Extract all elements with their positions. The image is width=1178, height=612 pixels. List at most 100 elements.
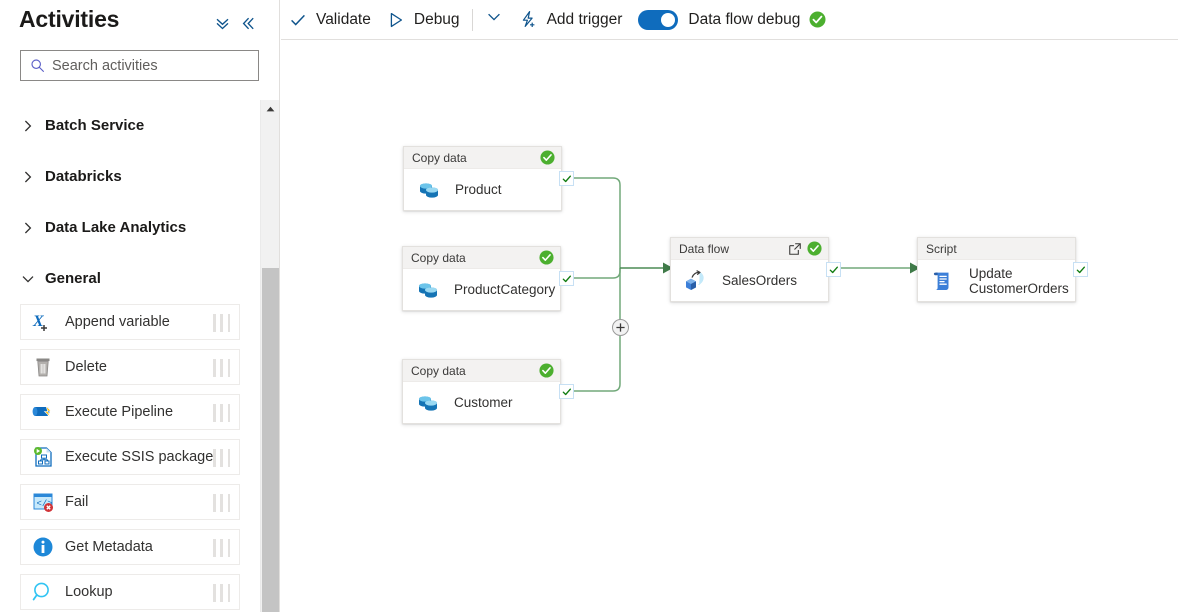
get-metadata-icon — [30, 534, 56, 560]
activity-item-label: Delete — [65, 359, 107, 375]
sidebar-title: Activities — [19, 6, 120, 32]
chevron-double-down-icon — [214, 15, 231, 32]
node-header: Copy data — [403, 247, 560, 269]
activity-item-label: Execute SSIS package — [65, 449, 214, 465]
checkmark-icon — [289, 11, 307, 29]
drag-handle-icon[interactable] — [213, 494, 230, 512]
node-output-port-productcategory[interactable] — [559, 271, 574, 286]
activity-item-get-metadata[interactable]: Get Metadata — [20, 529, 240, 565]
collapse-pane-button[interactable] — [237, 12, 259, 34]
sidebar-group-label: Batch Service — [45, 117, 145, 134]
add-trigger-label: Add trigger — [546, 10, 623, 28]
delete-trash-icon — [30, 354, 56, 380]
sidebar-group-databricks[interactable]: Databricks — [0, 151, 260, 202]
debug-label: Debug — [413, 10, 460, 28]
sidebar-group-general[interactable]: General — [0, 253, 260, 304]
chevron-right-icon — [19, 117, 37, 135]
validate-label: Validate — [316, 10, 371, 28]
pipeline-canvas[interactable]: Copy data Product — [281, 41, 1178, 612]
green-check-circle-icon — [807, 241, 822, 256]
activity-item-execute-pipeline[interactable]: Execute Pipeline — [20, 394, 240, 430]
node-body: SalesOrders — [671, 260, 828, 301]
pipeline-node-copy-customer[interactable]: Copy data Customer — [402, 359, 561, 424]
activity-item-append-variable[interactable]: X Append variable — [20, 304, 240, 340]
node-header: Script — [918, 238, 1075, 260]
search-input[interactable] — [52, 52, 258, 79]
copy-data-icon — [415, 390, 441, 416]
search-icon — [30, 58, 45, 73]
pipeline-node-copy-product[interactable]: Copy data Product — [403, 146, 562, 211]
activity-item-label: Fail — [65, 494, 89, 510]
green-check-circle-icon — [539, 250, 554, 265]
activity-item-delete[interactable]: Delete — [20, 349, 240, 385]
node-body: ProductCategory — [403, 269, 560, 310]
node-type-label: Copy data — [412, 150, 467, 165]
copy-data-icon — [415, 277, 441, 303]
activity-item-execute-ssis-package[interactable]: Execute SSIS package — [20, 439, 240, 475]
execute-ssis-package-icon — [30, 444, 56, 470]
chevron-double-left-icon — [240, 15, 257, 32]
node-output-port-updatecustomerorders[interactable] — [1073, 262, 1088, 277]
open-in-new-window-icon[interactable] — [788, 242, 802, 256]
data-flow-debug-toggle[interactable] — [638, 9, 679, 30]
append-variable-icon: X — [30, 309, 56, 335]
node-name-label: SalesOrders — [722, 273, 798, 288]
pipeline-node-copy-productcategory[interactable]: Copy data ProductCategory — [402, 246, 561, 311]
lightning-bolt-icon — [519, 10, 538, 29]
script-icon — [930, 268, 956, 294]
node-header: Data flow — [671, 238, 828, 260]
node-body: Product — [404, 169, 561, 210]
sidebar-group-batch-service[interactable]: Batch Service — [0, 100, 260, 151]
sidebar-scrollbar-thumb[interactable] — [262, 268, 279, 612]
pipeline-node-script-updatecustomerorders[interactable]: Script Update CustomerOrders — [917, 237, 1076, 302]
add-trigger-button[interactable]: Add trigger — [511, 0, 631, 40]
activity-item-fail[interactable]: </> Fail — [20, 484, 240, 520]
pipeline-node-dataflow-salesorders[interactable]: Data flow — [670, 237, 829, 302]
drag-handle-icon[interactable] — [213, 314, 230, 332]
search-activities-box[interactable] — [20, 50, 259, 81]
collapse-all-button[interactable] — [211, 12, 233, 34]
play-triangle-icon — [387, 11, 405, 29]
activities-sidebar: Activities Batc — [0, 0, 280, 612]
drag-handle-icon[interactable] — [213, 449, 230, 467]
validate-button[interactable]: Validate — [281, 0, 379, 40]
drag-handle-icon[interactable] — [213, 404, 230, 422]
copy-data-icon — [416, 177, 442, 203]
chevron-down-icon — [486, 9, 502, 30]
drag-handle-icon[interactable] — [213, 584, 230, 602]
sidebar-group-data-lake-analytics[interactable]: Data Lake Analytics — [0, 202, 260, 253]
node-header: Copy data — [404, 147, 561, 169]
lookup-icon — [30, 579, 56, 605]
node-output-port-customer[interactable] — [559, 384, 574, 399]
activities-tree: Batch Service Databricks Data Lake Analy… — [0, 100, 260, 612]
sidebar-scrollbar[interactable] — [260, 100, 279, 612]
pipeline-toolbar: Validate Debug Add trigger — [281, 0, 1178, 40]
svg-text:</>: </> — [37, 499, 53, 509]
node-name-label: Customer — [454, 395, 513, 410]
chevron-down-icon — [19, 270, 37, 288]
debug-button[interactable]: Debug — [379, 0, 468, 40]
activity-item-label: Get Metadata — [65, 539, 153, 555]
activity-item-lookup[interactable]: Lookup — [20, 574, 240, 610]
node-name-line2: CustomerOrders — [969, 280, 1069, 296]
add-activity-between-button[interactable] — [612, 319, 629, 336]
node-output-port-product[interactable] — [559, 171, 574, 186]
node-name-label: Product — [455, 182, 502, 197]
chevron-right-icon — [19, 219, 37, 237]
node-output-port-salesorders[interactable] — [826, 262, 841, 277]
node-type-label: Copy data — [411, 363, 466, 378]
node-name-label: ProductCategory — [454, 282, 556, 297]
data-flow-debug-label: Data flow debug — [688, 10, 801, 28]
debug-options-caret-button[interactable] — [477, 0, 511, 40]
fail-icon: </> — [30, 489, 56, 515]
node-name-label: Update CustomerOrders — [969, 266, 1069, 296]
node-body: Customer — [403, 382, 560, 423]
drag-handle-icon[interactable] — [213, 359, 230, 377]
chevron-right-icon — [19, 168, 37, 186]
green-check-circle-icon — [539, 363, 554, 378]
scroll-up-arrow-icon[interactable] — [261, 100, 279, 118]
drag-handle-icon[interactable] — [213, 539, 230, 557]
activity-item-label: Lookup — [65, 584, 113, 600]
node-header: Copy data — [403, 360, 560, 382]
